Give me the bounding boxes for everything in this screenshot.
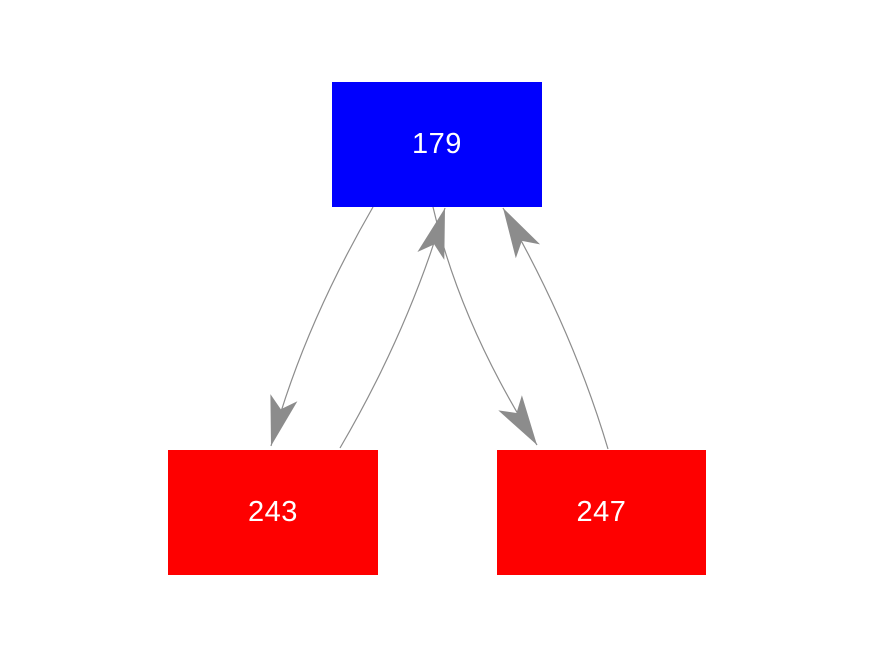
arrowhead [270,394,298,446]
node-label: 179 [412,128,462,160]
arrowhead [417,208,445,260]
arrowhead [498,395,537,445]
edge-247-179 [502,207,609,450]
graph-node-243[interactable]: 243 [168,450,378,575]
arrowhead [503,208,541,259]
node-label: 247 [576,496,627,528]
node-label: 243 [248,496,298,528]
edge-179-243 [270,206,374,447]
graph-node-247[interactable]: 247 [497,450,706,575]
edge-179-247 [432,206,538,446]
graph-node-179[interactable]: 179 [332,82,542,207]
edge-243-179 [339,207,446,449]
